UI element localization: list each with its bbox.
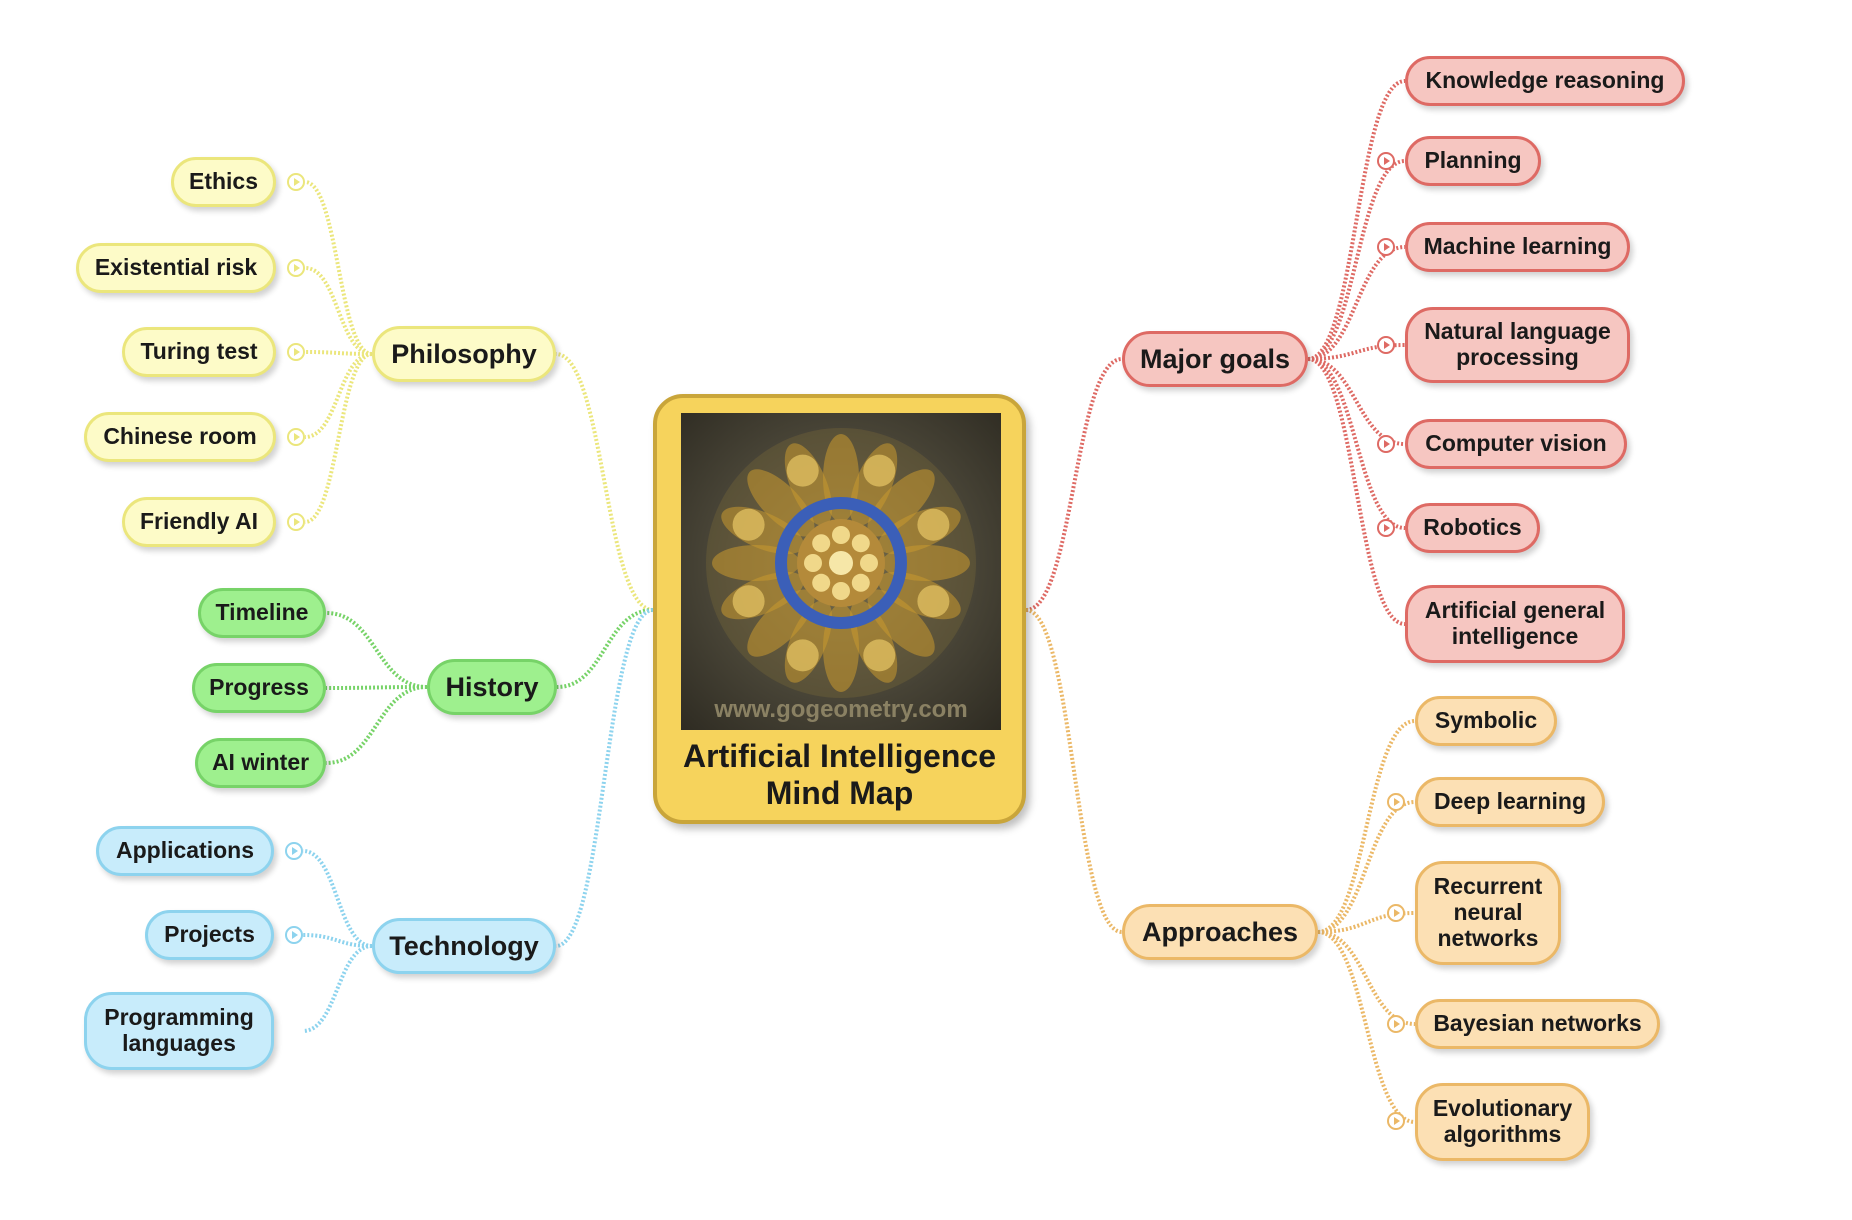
link-philosophy-leaf (304, 180, 373, 356)
mandala-dot (917, 508, 950, 541)
leaf-artificial-general-intelligence[interactable]: Artificial general intelligence (1405, 585, 1625, 663)
expand-icon[interactable] (287, 343, 305, 361)
link-central-history (556, 608, 654, 689)
central-topic[interactable]: www.gogeometry.com Artificial Intelligen… (653, 394, 1026, 824)
leaf-knowledge-reasoning[interactable]: Knowledge reasoning (1405, 56, 1685, 106)
link-philosophy-leaf (304, 350, 373, 356)
leaf-applications[interactable]: Applications (96, 826, 274, 876)
mandala-inner-dot (812, 534, 831, 553)
leaf-timeline[interactable]: Timeline (198, 588, 326, 638)
link-central-major-goals (1025, 357, 1123, 612)
mandala-graphic (706, 428, 976, 698)
mandala-image: www.gogeometry.com (681, 413, 1001, 730)
mandala-dot (786, 454, 819, 487)
expand-icon[interactable] (287, 173, 305, 191)
mandala-inner-dot (860, 554, 878, 572)
expand-icon[interactable] (285, 926, 303, 944)
link-philosophy-leaf (304, 352, 373, 439)
link-technology-leaf (302, 933, 373, 948)
expand-icon[interactable] (1377, 336, 1395, 354)
link-approaches-leaf (1317, 800, 1416, 934)
central-title: Artificial Intelligence Mind Map (657, 738, 1022, 812)
link-history-leaf (325, 685, 428, 690)
mandala-inner-dot (851, 534, 870, 553)
link-central-approaches (1025, 608, 1123, 934)
link-history-leaf (325, 611, 428, 689)
mandala-inner-dot (832, 526, 850, 544)
branch-major-goals[interactable]: Major goals (1122, 331, 1308, 387)
leaf-machine-learning[interactable]: Machine learning (1405, 222, 1630, 272)
expand-icon[interactable] (1387, 1112, 1405, 1130)
leaf-projects[interactable]: Projects (145, 910, 274, 960)
expand-icon[interactable] (1387, 1015, 1405, 1033)
link-technology-leaf (302, 944, 373, 1033)
expand-icon[interactable] (1387, 793, 1405, 811)
leaf-ai-winter[interactable]: AI winter (195, 738, 326, 788)
central-title-line-1: Artificial Intelligence (683, 738, 996, 774)
link-philosophy-leaf (304, 266, 373, 356)
link-central-philosophy (555, 352, 654, 612)
branch-philosophy[interactable]: Philosophy (372, 326, 556, 382)
mandala-inner-dot (804, 554, 822, 572)
leaf-robotics[interactable]: Robotics (1405, 503, 1540, 553)
link-approaches-leaf (1317, 719, 1416, 934)
leaf-turing-test[interactable]: Turing test (122, 327, 276, 377)
leaf-computer-vision[interactable]: Computer vision (1405, 419, 1627, 469)
leaf-friendly-ai[interactable]: Friendly AI (122, 497, 276, 547)
link-history-leaf (325, 685, 428, 765)
link-major-goals-leaf (1307, 357, 1406, 446)
expand-icon[interactable] (1377, 435, 1395, 453)
expand-icon[interactable] (285, 842, 303, 860)
mandala-blue-ring (775, 497, 907, 629)
leaf-chinese-room[interactable]: Chinese room (84, 412, 276, 462)
branch-history[interactable]: History (427, 659, 557, 715)
link-technology-leaf (302, 849, 373, 948)
central-title-line-2: Mind Map (765, 774, 914, 811)
watermark-text: www.gogeometry.com (714, 696, 968, 723)
expand-icon[interactable] (287, 428, 305, 446)
expand-icon[interactable] (1377, 519, 1395, 537)
mandala-dot (917, 585, 950, 618)
mandala-dot (786, 639, 819, 672)
mandala-dot (863, 454, 896, 487)
expand-icon[interactable] (287, 259, 305, 277)
leaf-programming-languages[interactable]: Programming languages (84, 992, 274, 1070)
leaf-evolutionary-algorithms[interactable]: Evolutionary algorithms (1415, 1083, 1590, 1161)
leaf-symbolic[interactable]: Symbolic (1415, 696, 1557, 746)
leaf-bayesian-networks[interactable]: Bayesian networks (1415, 999, 1660, 1049)
link-major-goals-leaf (1307, 159, 1406, 361)
mandala-dot (863, 639, 896, 672)
leaf-recurrent-neural-networks[interactable]: Recurrent neural networks (1415, 861, 1561, 965)
link-central-technology (555, 608, 654, 948)
expand-icon[interactable] (1377, 152, 1395, 170)
expand-icon[interactable] (1377, 238, 1395, 256)
leaf-progress[interactable]: Progress (192, 663, 326, 713)
link-philosophy-leaf (304, 352, 373, 524)
mandala-dot (732, 508, 765, 541)
mandala-inner-dot (832, 582, 850, 600)
leaf-existential-risk[interactable]: Existential risk (76, 243, 276, 293)
mandala-dot (732, 585, 765, 618)
expand-icon[interactable] (287, 513, 305, 531)
mandala-inner-dot (851, 573, 870, 592)
mandala-center (829, 551, 853, 575)
branch-approaches[interactable]: Approaches (1122, 904, 1318, 960)
leaf-deep-learning[interactable]: Deep learning (1415, 777, 1605, 827)
leaf-planning[interactable]: Planning (1405, 136, 1541, 186)
link-major-goals-leaf (1307, 79, 1406, 361)
leaf-natural-language-processing[interactable]: Natural language processing (1405, 307, 1630, 383)
leaf-ethics[interactable]: Ethics (171, 157, 276, 207)
branch-technology[interactable]: Technology (372, 918, 556, 974)
expand-icon[interactable] (1387, 904, 1405, 922)
link-approaches-leaf (1317, 930, 1416, 1026)
mandala-inner-dot (812, 573, 831, 592)
